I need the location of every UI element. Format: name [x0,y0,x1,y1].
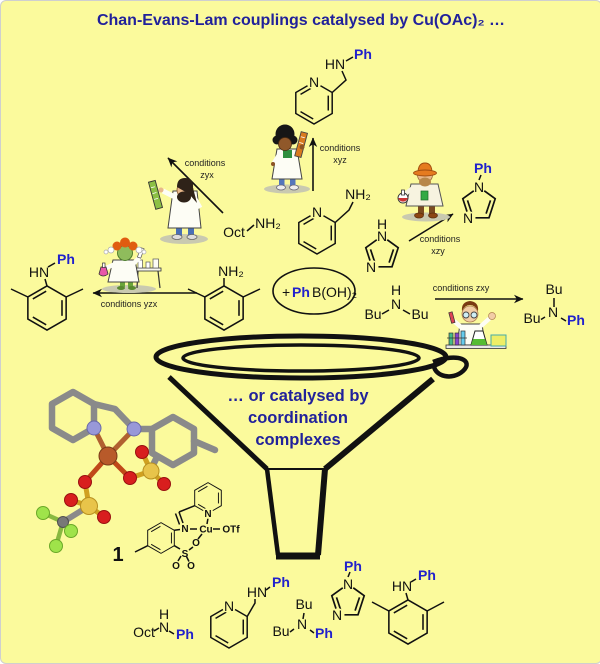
atom-nh2: NH₂ [255,215,281,231]
atom-hn: HN [247,584,267,600]
atom-hn: HN [29,264,49,280]
graduated-cylinder-icon [147,179,164,210]
pink-flask-icon [98,262,109,277]
atom-ph: Ph [57,251,75,267]
arrow-conditions-zyx: conditions zyx [167,157,226,214]
atom-ph: Ph [354,46,372,62]
atom-ph: Ph [344,558,362,574]
funnel-handle [431,355,469,379]
funnel-caption-line2: coordination [248,409,348,427]
structure-left-product-diarylamine: HN Ph [10,251,84,331]
arrow-conditions-yzx: conditions yzx [92,288,197,309]
atom-otf: OTf [222,525,240,536]
atom-hn: HN [392,578,412,594]
product-dibutyl-n-ph: Bu N Bu Ph [272,596,333,641]
page-title: Chan-Evans-Lam couplings catalysed by Cu… [96,12,506,29]
reagent-oval-phboronic: + Ph B(OH)₂ [272,267,357,315]
atom-ph: Ph [418,567,436,583]
atom-ph: Ph [567,312,585,328]
conditions-tag: xzy [431,246,445,256]
atom-o: O [192,538,200,549]
atom-nh2: NH₂ [345,186,371,202]
product-pyridylmethyl-nh-ph: N HN Ph [210,574,290,649]
arrow-conditions-zxy: conditions zxy [433,283,524,304]
atom-h: H [159,606,169,622]
atom-n: N [312,204,322,220]
atom-n: N [463,210,473,226]
complex-number-label: 1 [112,544,123,566]
structure-octylamine: Oct NH₂ [223,215,281,240]
structure-dimethylaniline: NH₂ [187,263,261,331]
atom-n: N [159,619,169,635]
atom-ph: Ph [315,625,333,641]
atom-ph: Ph [272,574,290,590]
atom-cu: Cu [199,525,212,536]
atom-oct: Oct [223,224,245,240]
atom-n: N [548,304,558,320]
conditions-tag: xyz [333,155,347,165]
atom-bu: Bu [523,310,540,326]
structure-imidazole: N H N [364,216,400,275]
atom-bu: Bu [272,623,289,639]
reagent-ph: Ph [292,284,310,300]
crystal-structure-complex-1 [36,388,219,553]
reagent-boronic: B(OH)₂ [312,284,357,300]
atom-nh2: NH₂ [218,263,244,279]
graduated-cylinder-icon [294,131,309,159]
funnel-caption-line1: … or catalysed by [227,387,369,405]
scientist-afro-cartoon [264,124,310,194]
atom-s: S [182,549,189,560]
conditions-label: conditions yzx [101,299,158,309]
atom-n: N [391,296,401,312]
atom-n: N [224,598,234,614]
atom-ph: Ph [474,160,492,176]
atom-n: N [377,228,387,244]
conditions-word: conditions [185,158,226,168]
funnel-drawing: … or catalysed by coordination complexes [153,333,469,560]
atom-o: O [187,561,195,572]
atom-bu: Bu [364,306,381,322]
conditions-word: conditions [320,143,361,153]
structure-aminomethylpyridine: N NH₂ [298,186,371,255]
atom-bu: Bu [545,281,562,297]
product-n-phenylimidazole: N Ph N [330,558,366,623]
atom-h: H [377,216,387,232]
arrow-conditions-xyz: conditions xyz [308,137,361,191]
reagent-plus: + [282,284,290,300]
atom-n: N [297,616,307,632]
atom-ph: Ph [176,626,194,642]
conditions-word: conditions [420,234,461,244]
atom-n: N [343,576,353,592]
product-dimethyl-n-phenylaniline: HN Ph [371,567,445,645]
conditions-tag: zyx [200,170,214,180]
structure-dibutylamine: H N Bu Bu [364,282,428,322]
atom-hn: HN [325,56,345,72]
atom-n: N [366,259,376,275]
atom-n: N [181,524,188,535]
structure-n-phenylimidazole: N Ph N [461,160,497,226]
atom-n: N [309,74,319,90]
atom-n: N [474,179,484,195]
structure-right-product-dibutylaniline: Bu N Bu Ph [523,281,585,328]
structure-top-product-pyridylmethylamine-phenyl: N HN Ph [295,46,372,125]
scientist-mad-cartoon [98,237,162,293]
round-flask-icon [397,189,409,204]
atom-n: N [204,509,211,520]
scientist-bearded-cartoon [147,178,208,244]
funnel-caption-line3: complexes [255,431,340,449]
structure-copper-complex-drawing: N N Cu OTf O S O O [134,482,240,572]
atom-h: H [391,282,401,298]
scientist-hat-cartoon [397,162,450,222]
scientist-kid-cartoon [445,301,507,349]
atom-oct: Oct [133,624,155,640]
atom-bu: Bu [411,306,428,322]
conditions-label: conditions zxy [433,283,490,293]
atom-bu: Bu [295,596,312,612]
atom-o: O [172,561,180,572]
atom-n: N [332,607,342,623]
product-oct-nh-ph: Oct H N Ph [133,606,194,642]
